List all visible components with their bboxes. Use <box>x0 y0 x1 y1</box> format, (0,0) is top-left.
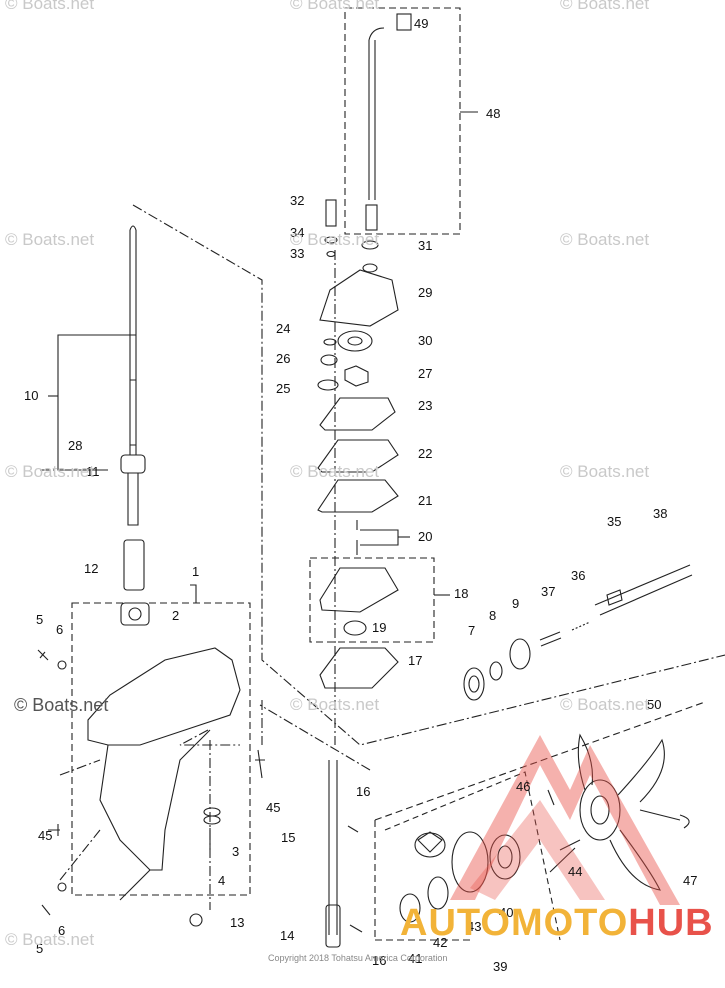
callout-38: 38 <box>653 506 667 521</box>
watermark-9: © Boats.net <box>560 462 650 481</box>
watermark-11: © Boats.net <box>560 695 650 714</box>
callout-31: 31 <box>418 238 432 253</box>
brand-part-3: HUB <box>628 902 714 944</box>
watermark-4: © Boats.net <box>5 230 95 249</box>
watermark-5: © Boats.net <box>290 230 380 249</box>
callout-36: 36 <box>571 568 585 583</box>
copyright-text: Copyright 2018 Tohatsu America Corporati… <box>268 953 448 963</box>
watermark-6: © Boats.net <box>560 230 650 249</box>
brand-triangle-icon <box>450 735 680 905</box>
callout-5: 5 <box>36 612 43 627</box>
callout-4: 4 <box>218 873 225 888</box>
callout-10: 10 <box>24 388 38 403</box>
callout-23: 23 <box>418 398 432 413</box>
callout-18: 18 <box>454 586 468 601</box>
callout-13: 13 <box>230 915 244 930</box>
callout-5-5: 5 <box>36 941 43 956</box>
watermark-7: © Boats.net <box>5 462 95 481</box>
watermark-10: © Boats.net <box>290 695 380 714</box>
callout-19: 19 <box>372 620 386 635</box>
callout-14: 14 <box>280 928 294 943</box>
callout-45: 45 <box>266 800 280 815</box>
watermark-main: © Boats.net <box>14 695 109 715</box>
frame-18 <box>309 557 435 643</box>
callout-21: 21 <box>418 493 432 508</box>
callout-15: 15 <box>281 830 295 845</box>
callout-44: 44 <box>568 864 582 879</box>
callout-35: 35 <box>607 514 621 529</box>
callout-22: 22 <box>418 446 432 461</box>
callout-7: 7 <box>468 623 475 638</box>
callout-16: 16 <box>356 784 370 799</box>
callout-3: 3 <box>232 844 239 859</box>
callout-41: 41 <box>408 951 422 966</box>
callout-9: 9 <box>512 596 519 611</box>
watermark-2: © Boats.net <box>290 0 380 13</box>
callout-46: 46 <box>516 779 530 794</box>
callout-40: 40 <box>499 905 513 920</box>
brand-logo-text: AUTOMOTOHUB <box>400 902 714 945</box>
callout-2: 2 <box>172 608 179 623</box>
callout-11: 11 <box>86 464 100 479</box>
frame-48 <box>344 7 461 235</box>
brand-part-1: AUTO <box>400 902 511 944</box>
callout-48: 48 <box>486 106 500 121</box>
callout-49: 49 <box>414 16 428 31</box>
callout-39: 39 <box>493 959 507 974</box>
callout-6-4: 6 <box>58 923 65 938</box>
frame-1 <box>71 602 251 896</box>
callout-1: 1 <box>192 564 199 579</box>
callout-17: 17 <box>408 653 422 668</box>
callout-6: 6 <box>56 622 63 637</box>
callout-43: 43 <box>467 919 481 934</box>
callout-47: 47 <box>683 873 697 888</box>
callout-20: 20 <box>418 529 432 544</box>
callout-16-3: 16 <box>372 953 386 968</box>
callout-29: 29 <box>418 285 432 300</box>
callout-34: 34 <box>290 225 304 240</box>
callout-33: 33 <box>290 246 304 261</box>
watermark-8: © Boats.net <box>290 462 380 481</box>
watermark-3: © Boats.net <box>560 0 650 13</box>
callout-42: 42 <box>433 935 447 950</box>
watermark-12: © Boats.net <box>5 930 95 949</box>
callout-28: 28 <box>68 438 82 453</box>
callout-12: 12 <box>84 561 98 576</box>
callout-37: 37 <box>541 584 555 599</box>
callout-24: 24 <box>276 321 290 336</box>
callout-25: 25 <box>276 381 290 396</box>
callout-27: 27 <box>418 366 432 381</box>
callout-26: 26 <box>276 351 290 366</box>
callout-8: 8 <box>489 608 496 623</box>
watermark-1: © Boats.net <box>5 0 95 13</box>
brand-part-2: MOTO <box>510 902 629 944</box>
callout-45-2: 45 <box>38 828 52 843</box>
frame-39 <box>374 701 706 821</box>
callout-32: 32 <box>290 193 304 208</box>
callout-30: 30 <box>418 333 432 348</box>
callout-50: 50 <box>647 697 661 712</box>
